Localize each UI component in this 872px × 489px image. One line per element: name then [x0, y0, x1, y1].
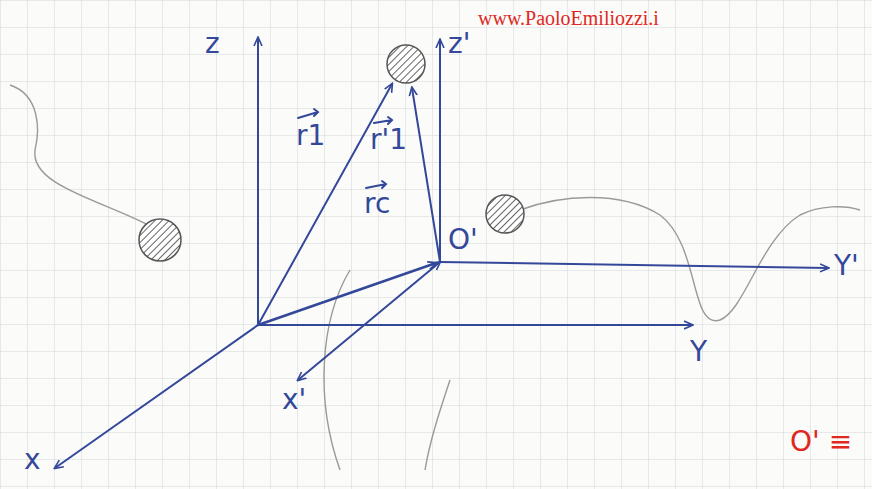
vector-label: r'1 — [370, 126, 407, 154]
particles — [139, 45, 524, 261]
axis-label: z — [205, 30, 220, 58]
axis-label: z' — [448, 30, 470, 58]
axis-label: Y — [690, 338, 707, 366]
vector-label: r1 — [296, 122, 325, 150]
axis-label: x — [24, 446, 41, 474]
axis-label: x' — [282, 386, 306, 414]
axis-label: Y' — [834, 252, 859, 280]
axes-and-vectors — [55, 38, 828, 468]
origin-label: O' — [448, 226, 478, 254]
watermark: www.PaoloEmiliozzi.i — [478, 8, 659, 28]
trajectories — [10, 85, 860, 470]
note: O' ≡ — [790, 428, 852, 456]
vector-label: rc — [364, 190, 390, 218]
